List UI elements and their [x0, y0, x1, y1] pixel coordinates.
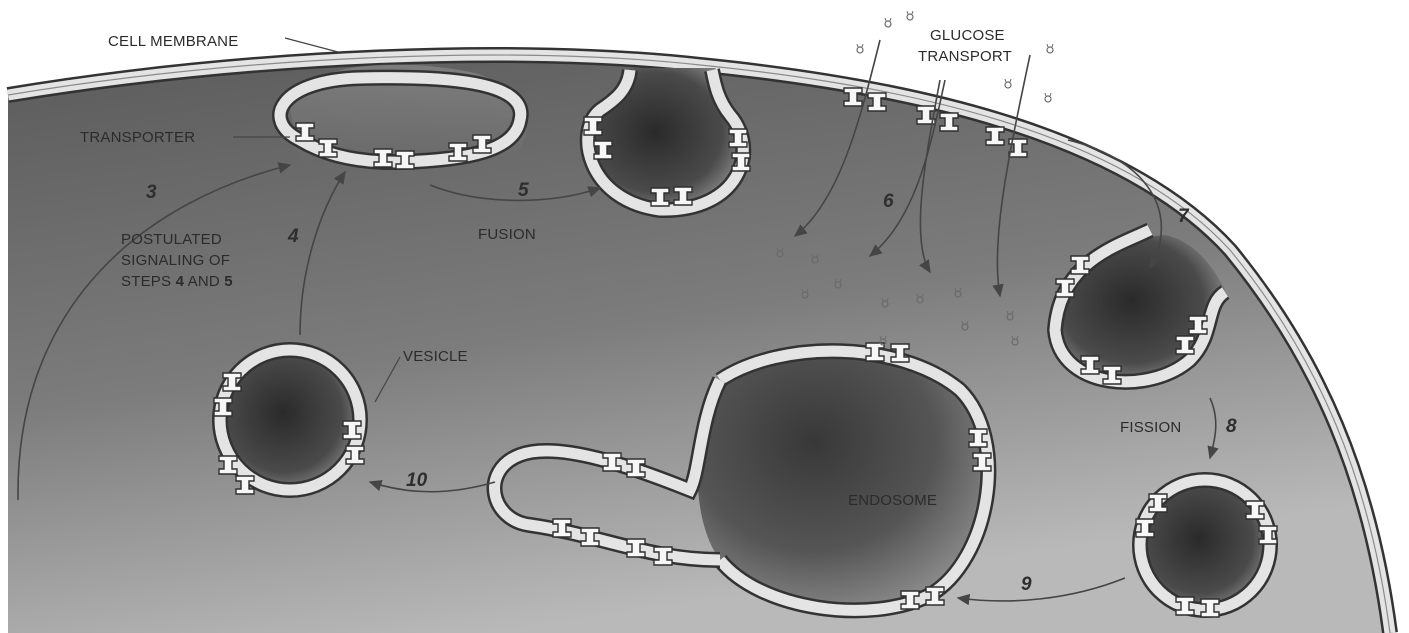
label-vesicle: VESICLE [403, 348, 468, 365]
step-4: 4 [287, 226, 299, 247]
label-glucose: GLUCOSE [930, 27, 1005, 44]
step-9: 9 [1021, 574, 1032, 595]
label-postulated-1: POSTULATED [121, 231, 222, 248]
step-10: 10 [406, 470, 428, 491]
label-postulated-2: SIGNALING OF [121, 252, 230, 269]
label-transport: TRANSPORT [918, 48, 1012, 65]
step-7: 7 [1178, 206, 1190, 227]
label-endosome: ENDOSOME [848, 492, 937, 509]
label-cell-membrane: CELL MEMBRANE [108, 33, 238, 50]
label-transporter: TRANSPORTER [80, 129, 195, 146]
vesicle [214, 350, 364, 494]
step-3: 3 [146, 182, 157, 203]
label-postulated-3: STEPS 4 AND 5 [121, 273, 233, 290]
fissioned-vesicle [1136, 480, 1277, 617]
step-8: 8 [1226, 416, 1237, 437]
step-6: 6 [883, 191, 894, 212]
label-fission: FISSION [1120, 419, 1181, 436]
step-5: 5 [518, 180, 529, 201]
label-fusion: FUSION [478, 226, 536, 243]
